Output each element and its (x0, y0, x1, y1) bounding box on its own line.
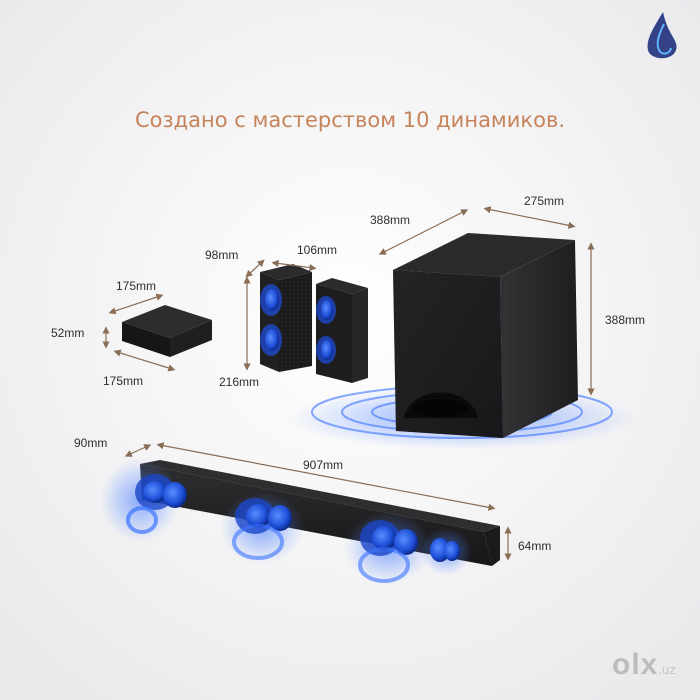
olx-watermark: olx.uz (612, 648, 676, 682)
subwoofer-height-label: 388mm (605, 313, 646, 327)
hub-width-label: 175mm (103, 374, 144, 388)
subwoofer (393, 233, 578, 438)
hub-height-label: 52mm (51, 326, 85, 340)
soundbar-width-label: 907mm (303, 458, 344, 472)
soundbar-depth-label: 90mm (74, 436, 108, 450)
rear-speaker-right (316, 278, 368, 383)
olx-logo: olx (612, 648, 659, 681)
hub-depth-label: 175mm (116, 279, 157, 293)
watermark-domain: .uz (658, 662, 676, 677)
rear-speaker-depth-label: 98mm (205, 248, 239, 262)
page-title: Создано с мастерством 10 динамиков. (134, 108, 566, 132)
subwoofer-depth-label: 388mm (370, 213, 411, 227)
water-drop-icon (647, 12, 677, 59)
dimension-arrows (102, 206, 595, 561)
rear-speaker-height-label: 216mm (219, 375, 260, 389)
soundbar-height-label: 64mm (518, 539, 552, 553)
subwoofer-width-label: 275mm (524, 194, 565, 208)
rear-speaker-left (260, 264, 312, 372)
rear-speaker-width-label: 106mm (297, 243, 338, 257)
